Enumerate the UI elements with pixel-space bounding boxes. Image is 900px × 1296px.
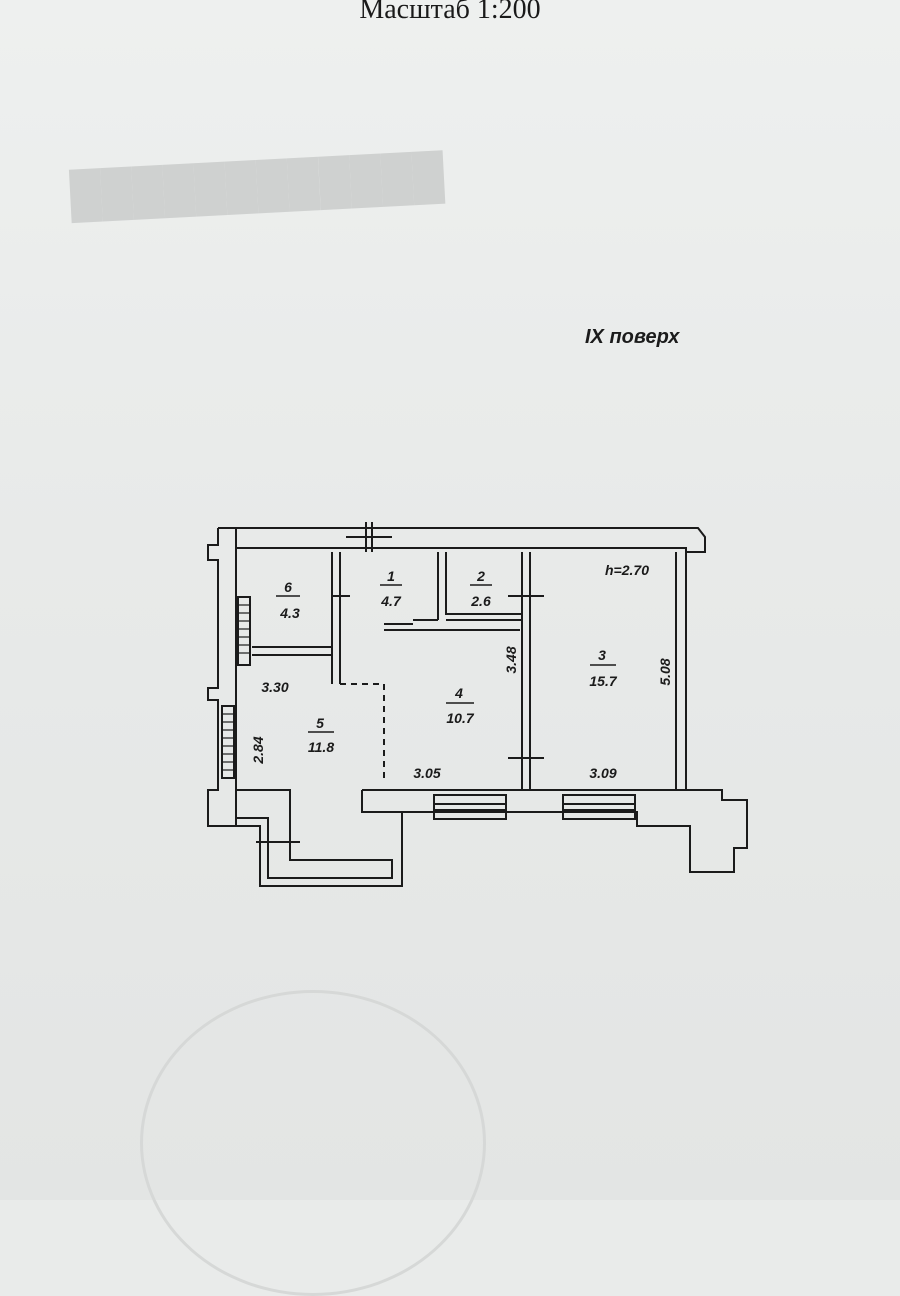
- partition-6-5: [252, 646, 332, 656]
- room-5-area: 11.8: [308, 739, 334, 755]
- room-6-area: 4.3: [279, 605, 300, 621]
- right-wall: [675, 552, 687, 791]
- room-2-area: 2.6: [470, 593, 491, 609]
- window: [562, 794, 636, 820]
- room-4-area: 10.7: [446, 710, 474, 726]
- window: [433, 794, 507, 820]
- opening-1-4: [340, 683, 385, 780]
- vent-shaft: [221, 705, 235, 779]
- room-5-number: 5: [316, 715, 324, 731]
- dimension-label: 2.84: [250, 736, 266, 764]
- ceiling-height: h=2.70: [605, 562, 649, 578]
- bottom-wall: [208, 789, 748, 887]
- left-wall: [207, 528, 237, 827]
- vent-shaft: [237, 596, 251, 666]
- floor-label: IX поверх: [585, 326, 680, 348]
- room-1-number: 1: [387, 568, 395, 584]
- room-2-number: 2: [476, 568, 485, 584]
- dimension-label: 5.08: [657, 658, 673, 685]
- bottom-wall-inner: [361, 790, 402, 813]
- scale-title: Масштаб 1:200: [359, 0, 541, 25]
- dimension-label: 3.48: [503, 646, 519, 673]
- room-6-number: 6: [284, 579, 292, 595]
- dimension-label: 3.05: [413, 765, 440, 781]
- room-3-area: 15.7: [589, 673, 617, 689]
- partition-4-top: [384, 619, 520, 631]
- dimension-label: 3.09: [589, 765, 616, 781]
- partition-6-1: [331, 552, 341, 684]
- top-wall: [218, 527, 706, 553]
- room-4-number: 4: [454, 685, 463, 701]
- room-1-area: 4.7: [380, 593, 402, 609]
- dimension-label: 3.30: [261, 679, 288, 695]
- partition-2-3: [521, 552, 531, 790]
- floor-plan: 6 4.3 1 4.7 2 2.6 3 15.7 4 10.7 5 11.8 h…: [207, 522, 748, 887]
- partition-1-2: [437, 552, 522, 621]
- document-sheet: [0, 0, 900, 1200]
- room-3-number: 3: [598, 647, 606, 663]
